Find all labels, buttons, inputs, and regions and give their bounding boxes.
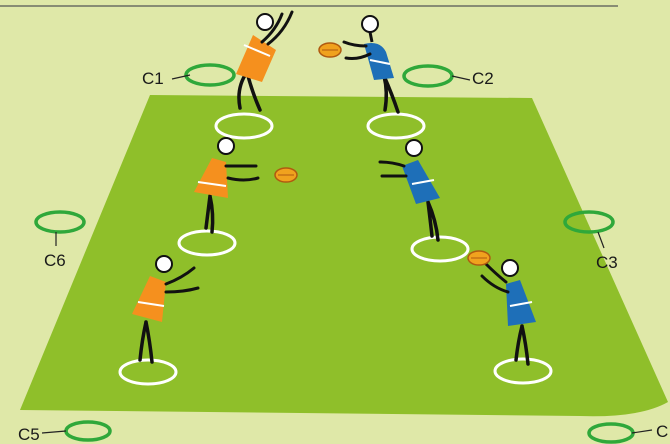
playing-field — [20, 95, 668, 416]
cone-label-c5: C5 — [18, 425, 40, 444]
cone-label-c4: C — [656, 422, 668, 441]
cone-label-c2: C2 — [472, 69, 494, 88]
ball-middle — [275, 168, 297, 182]
pointer-c2 — [452, 76, 470, 80]
pointer-c5 — [42, 431, 66, 433]
cone-label-c1: C1 — [142, 69, 164, 88]
cone-c5-ring — [66, 422, 110, 440]
ball-top — [319, 43, 341, 57]
pointer-c3 — [598, 232, 604, 248]
cone-label-c3: C3 — [596, 253, 618, 272]
cone-c1-ring — [186, 65, 234, 85]
ball-bottom — [468, 251, 490, 265]
cone-c4-ring — [589, 424, 633, 442]
cone-c2-ring — [404, 66, 452, 86]
pointer-c4 — [632, 430, 652, 433]
orange-player-top — [236, 12, 292, 110]
cone-label-c6: C6 — [44, 251, 66, 270]
cone-c6-ring — [36, 212, 84, 232]
